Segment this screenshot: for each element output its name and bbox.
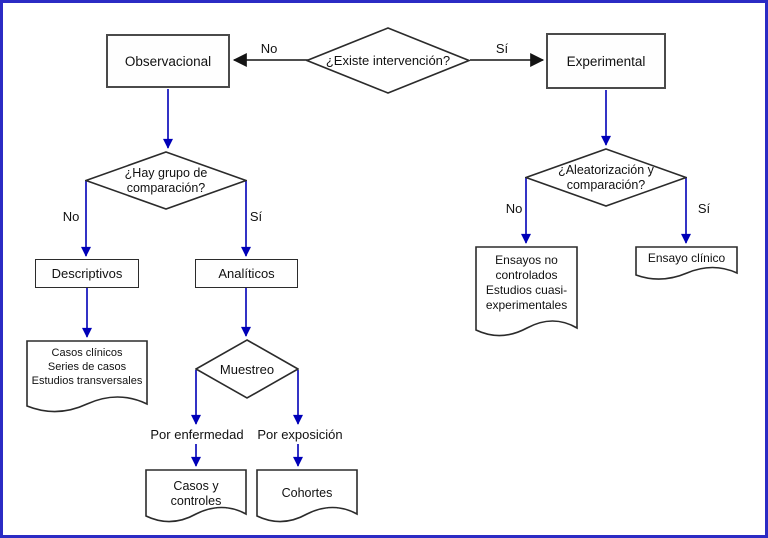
edge-label-grupo-no: No xyxy=(62,209,80,224)
node-observacional-label: Observacional xyxy=(124,53,212,69)
edge-label-aleatorizacion-no: No xyxy=(505,201,523,216)
doc-cohortes-label: Cohortes xyxy=(281,486,333,500)
node-descriptivos-label: Descriptivos xyxy=(51,266,123,281)
document-shape xyxy=(256,469,358,523)
connector-layer xyxy=(81,53,691,467)
document-shape xyxy=(145,469,247,523)
doc-cohortes: Cohortes xyxy=(256,469,358,526)
node-decision-aleatorizacion: ¿Aleatorización y comparación? xyxy=(525,148,687,207)
document-shape xyxy=(635,246,738,280)
doc-ensayos-no-controlados: Ensayos no controlados Estudios cuasi- e… xyxy=(475,246,578,340)
doc-descriptivos-line1: Casos clínicos xyxy=(51,347,123,359)
node-decision-grupo-comparacion: ¿Hay grupo de comparación? xyxy=(85,151,247,210)
doc-descriptivos-line2: Series de casos xyxy=(47,361,127,373)
edge-label-aleatorizacion-si: Sí xyxy=(697,201,711,216)
node-experimental-label: Experimental xyxy=(566,53,646,69)
decision-grupo-line2: comparación? xyxy=(126,180,206,195)
decision-muestreo-label: Muestreo xyxy=(219,361,275,377)
diamond-shape xyxy=(525,148,687,207)
decision-grupo-line1: ¿Hay grupo de xyxy=(124,165,208,180)
doc-casos-y-controles: Casos y controles xyxy=(145,469,247,526)
doc-ensayos-line2: controlados xyxy=(495,268,558,282)
doc-ensayos-line4: experimentales xyxy=(485,298,568,312)
doc-casos-controles-line1: Casos y xyxy=(173,479,219,493)
node-analiticos: Analíticos xyxy=(195,259,298,288)
doc-ensayo-clinico: Ensayo clínico xyxy=(635,246,738,283)
edge-label-grupo-si: Sí xyxy=(249,209,263,224)
edge-label-root-no: No xyxy=(260,41,278,56)
edge-label-por-enfermedad: Por enfermedad xyxy=(150,427,244,442)
diamond-shape xyxy=(306,27,470,94)
decision-aleatorizacion-line1: ¿Aleatorización y xyxy=(558,162,654,177)
node-experimental: Experimental xyxy=(546,33,666,89)
node-observacional: Observacional xyxy=(106,34,230,88)
doc-ensayos-line3: Estudios cuasi- xyxy=(485,283,568,297)
edge-label-por-exposicion: Por exposición xyxy=(257,427,343,442)
decision-existe-label: ¿Existe intervención? xyxy=(325,53,451,68)
diamond-shape xyxy=(195,339,299,399)
doc-ensayos-line1: Ensayos no xyxy=(495,253,558,267)
node-decision-existe-intervencion: ¿Existe intervención? xyxy=(306,27,470,94)
doc-ensayo-clinico-label: Ensayo clínico xyxy=(647,251,726,265)
decision-aleatorizacion-line2: comparación? xyxy=(566,177,646,192)
doc-casos-controles-line2: controles xyxy=(170,494,222,508)
doc-estudios-descriptivos: Casos clínicos Series de casos Estudios … xyxy=(26,340,148,416)
diamond-shape xyxy=(85,151,247,210)
edge-label-root-si: Sí xyxy=(495,41,509,56)
document-shape xyxy=(475,246,578,337)
node-decision-muestreo: Muestreo xyxy=(195,339,299,399)
document-shape xyxy=(26,340,148,413)
doc-descriptivos-line3: Estudios transversales xyxy=(31,375,143,387)
node-descriptivos: Descriptivos xyxy=(35,259,139,288)
node-analiticos-label: Analíticos xyxy=(218,266,275,281)
